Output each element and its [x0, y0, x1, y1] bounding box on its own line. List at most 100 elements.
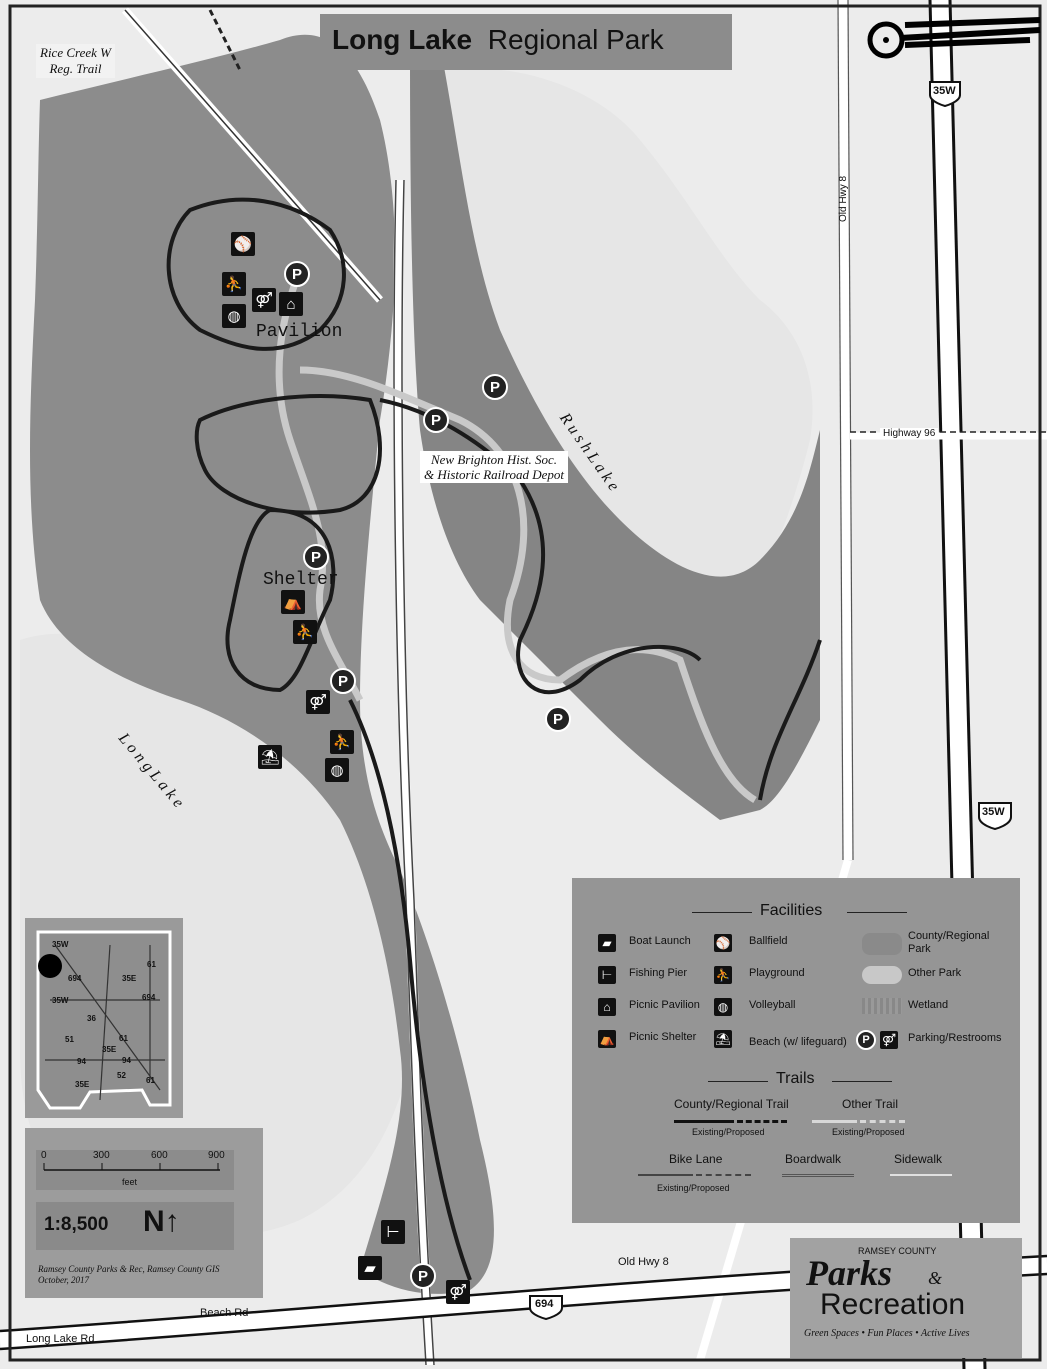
map-title: Long Lake Regional Park [332, 24, 664, 56]
legend-label: Fishing Pier [629, 967, 688, 979]
logo-tagline: Green Spaces • Fun Places • Active Lives [804, 1328, 970, 1339]
trails-title: Trails [776, 1070, 815, 1087]
boat-launch-icon: ▰ [358, 1256, 382, 1280]
inset-route: 694 [68, 974, 82, 983]
inset-route: 35E [75, 1080, 90, 1089]
beach-icon: ⛱ [714, 1030, 732, 1048]
interstate-35w-shield-bottom: 35W [982, 806, 1005, 818]
other-park-swatch [862, 966, 902, 984]
old-hwy8-label: Old Hwy 8 [618, 1256, 669, 1268]
trail-bike-label: Bike Lane [669, 1152, 723, 1166]
highway96-label: Highway 96 [880, 428, 939, 439]
scale-tick-label: 900 [208, 1150, 225, 1161]
map-title-rest: Regional Park [487, 24, 664, 55]
restrooms-icon: ⚤ [306, 690, 330, 714]
trail-existing-proposed: Existing/Proposed [832, 1127, 905, 1137]
rush-lake [429, 68, 813, 632]
inset-route: 61 [146, 1076, 155, 1085]
title-box [320, 14, 732, 70]
inset-location-marker [38, 954, 62, 978]
picnic-shelter-icon: ⛺ [598, 1030, 616, 1048]
picnic-pavilion-icon: ⌂ [598, 998, 616, 1016]
rice-creek-label: Rice Creek W Reg. Trail [36, 44, 115, 78]
ramsey-county-logo: RAMSEY COUNTY Parks & Recreation Green S… [790, 1238, 1022, 1358]
trail-county-label: County/Regional Trail [674, 1097, 789, 1111]
volleyball-icon: ◍ [222, 304, 246, 328]
wetland-swatch [862, 998, 902, 1014]
legend-label: Parking/Restrooms [908, 1032, 1002, 1044]
logo-county: RAMSEY COUNTY [858, 1246, 937, 1256]
scale-unit: feet [122, 1177, 138, 1187]
interstate-35w-shield-top: 35W [933, 85, 956, 97]
map-credit: Ramsey County Parks & Rec, Ramsey County… [38, 1264, 220, 1285]
volleyball-icon: ◍ [714, 998, 732, 1016]
scale-tick-label: 0 [41, 1150, 47, 1161]
legend-label: Volleyball [749, 999, 796, 1011]
picnic-pavilion-icon: ⌂ [279, 292, 303, 316]
inset-route: 35E [102, 1045, 117, 1054]
inset-route: 694 [142, 993, 156, 1002]
logo-amp: & [928, 1268, 943, 1288]
inset-route: 94 [122, 1056, 131, 1065]
parking-icon: P [410, 1263, 436, 1289]
logo-parks: Parks [806, 1253, 893, 1293]
inset-map: 35W 694 35E 61 35W 694 36 51 35E 61 94 9… [25, 918, 183, 1118]
restrooms-icon: ⚤ [880, 1031, 898, 1049]
north-arrow-icon: N↑ [143, 1205, 180, 1238]
legend-label: Other Park [908, 967, 962, 979]
long-lake-rd-label: Long Lake Rd [26, 1333, 95, 1345]
legend-label: Ballfield [749, 935, 788, 947]
legend-label: County/Regional Park [908, 930, 990, 955]
inset-route: 61 [147, 960, 156, 969]
parking-icon: P [482, 374, 508, 400]
trail-boardwalk-label: Boardwalk [785, 1152, 842, 1166]
park-area-west [30, 34, 494, 1294]
restrooms-icon: ⚤ [252, 288, 276, 312]
boat-launch-icon: ▰ [598, 934, 616, 952]
logo-recreation: Recreation [820, 1288, 966, 1321]
inset-map-county [36, 930, 172, 1110]
inset-route: 52 [117, 1071, 126, 1080]
map-title-bold: Long Lake [332, 24, 473, 55]
trail-existing-proposed: Existing/Proposed [692, 1127, 765, 1137]
shelter-label: Shelter [263, 570, 339, 590]
park-area-east [410, 45, 820, 820]
county-park-swatch [862, 933, 902, 955]
inset-route: 94 [77, 1057, 86, 1066]
legend-label: Picnic Pavilion [629, 999, 700, 1011]
beach-icon: ⛱ [258, 745, 282, 769]
volleyball-icon: ◍ [325, 758, 349, 782]
fishing-pier-icon: ⊢ [381, 1220, 405, 1244]
inset-route: 35W [52, 996, 69, 1005]
old-hwy8-vertical-label: Old Hwy 8 [838, 175, 849, 222]
legend: Facilities ▰ Boat Launch ⊢ Fishing Pier … [572, 878, 1020, 1223]
interstate-694-shield: 694 [535, 1298, 554, 1310]
parking-icon: P [284, 261, 310, 287]
scale-tick-label: 300 [93, 1150, 110, 1161]
county-trail [166, 197, 822, 1281]
legend-label: Picnic Shelter [629, 1031, 697, 1043]
parking-icon: P [330, 668, 356, 694]
parking-icon: P [303, 544, 329, 570]
playground-icon: ⛹ [330, 730, 354, 754]
parking-icon: P [423, 407, 449, 433]
parking-icon: P [545, 706, 571, 732]
inset-route: 61 [119, 1034, 128, 1043]
parking-icon: P [856, 1030, 876, 1050]
ballfield-icon: ⚾ [231, 232, 255, 256]
inset-route: 51 [65, 1035, 74, 1044]
legend-label: Wetland [908, 999, 949, 1011]
trail-sidewalk-label: Sidewalk [894, 1152, 943, 1166]
ballfield-icon: ⚾ [714, 934, 732, 952]
legend-label: Beach (w/ lifeguard) [749, 1036, 847, 1048]
beach-rd-label: Beach Rd [200, 1307, 249, 1319]
scale-tick-label: 600 [151, 1150, 168, 1161]
picnic-shelter-icon: ⛺ [281, 590, 305, 614]
restrooms-icon: ⚤ [446, 1280, 470, 1304]
inset-map-roads [45, 944, 165, 1101]
fishing-pier-icon: ⊢ [598, 966, 616, 984]
inset-route: 35W [52, 940, 69, 949]
playground-icon: ⛹ [222, 272, 246, 296]
